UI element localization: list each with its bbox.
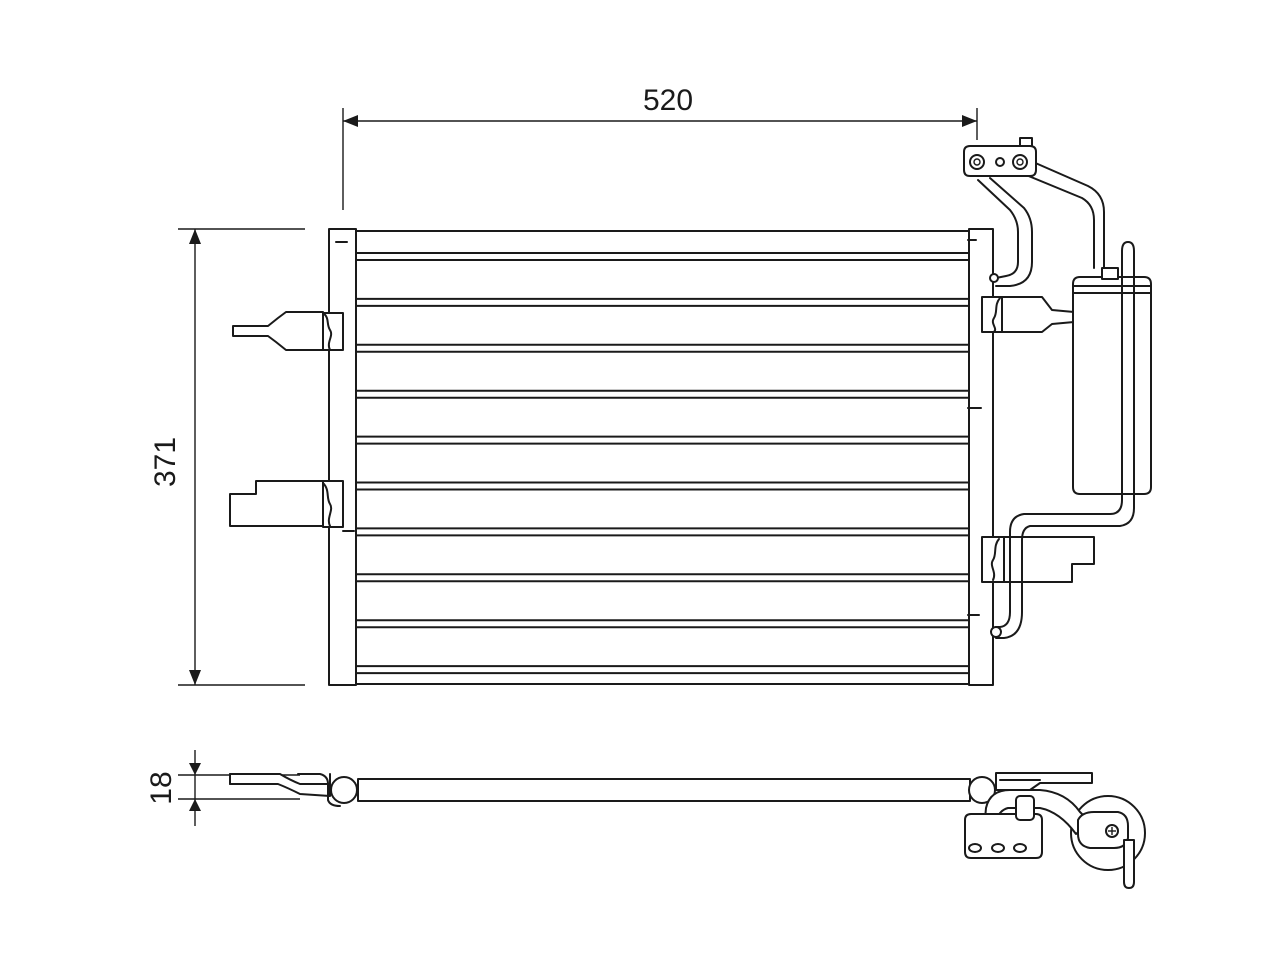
left-lower-bracket bbox=[229, 480, 344, 528]
condenser-bottom-view bbox=[229, 772, 1146, 889]
depth-value: 18 bbox=[145, 771, 178, 804]
core-tubes bbox=[356, 252, 969, 675]
left-tank-section bbox=[330, 776, 358, 804]
width-value: 520 bbox=[643, 84, 693, 117]
width-dimension: 520 bbox=[342, 84, 978, 210]
refrigerant-pipes bbox=[977, 157, 1135, 639]
height-value: 371 bbox=[149, 437, 182, 487]
left-upper-bracket bbox=[232, 311, 344, 351]
depth-dimension: 18 bbox=[145, 750, 300, 826]
condenser-core bbox=[355, 230, 970, 685]
condenser-front-view bbox=[328, 228, 994, 686]
receiver-drier bbox=[1072, 267, 1152, 495]
height-dimension: 371 bbox=[149, 228, 305, 686]
pipe-connector-block bbox=[963, 137, 1037, 177]
right-upper-bracket bbox=[981, 296, 1075, 333]
right-lower-bracket bbox=[981, 536, 1095, 583]
left-header-tank bbox=[328, 228, 357, 686]
